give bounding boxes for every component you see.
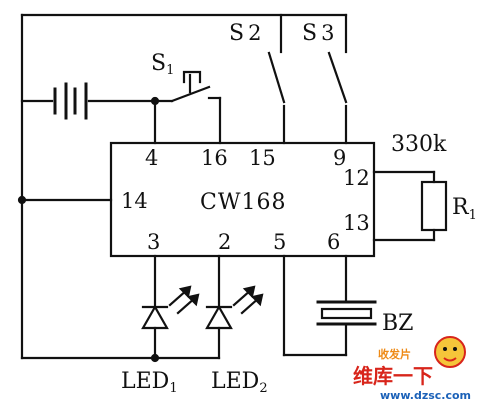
led-diode-icon [141, 254, 200, 363]
led1-label: LED1 [121, 369, 178, 396]
watermark-line2: www.dzsc.com [380, 389, 471, 402]
watermark-line3: 收发片 [378, 347, 411, 361]
pin-2-label: 2 [218, 230, 231, 254]
battery-icon [20, 82, 157, 120]
switch-s1-label: S1 [151, 51, 174, 78]
led2-label: LED2 [211, 369, 268, 396]
pin-15-label: 15 [249, 146, 276, 170]
pin-6-label: 6 [327, 230, 340, 254]
pin-3-label: 3 [147, 230, 160, 254]
pin-14-label: 14 [121, 189, 148, 213]
push-button-icon [150, 70, 222, 145]
pin-12-label: 12 [343, 166, 370, 190]
wire-top-left [20, 13, 348, 360]
watermark: 收发片 维库一下 www.dzsc.com [353, 336, 471, 402]
chip-name: CW168 [200, 190, 286, 215]
watermark-line1: 维库一下 [353, 364, 433, 388]
resistor-value: 330k [391, 132, 447, 157]
pin-16-label: 16 [201, 146, 228, 170]
resistor-label: R1 [452, 195, 477, 223]
switch-s2-icon [267, 13, 286, 145]
mascot-icon [434, 336, 466, 368]
led-diode-icon-2 [205, 254, 264, 360]
chip-pin-labels: 4 16 15 9 14 12 13 3 2 5 6 [121, 146, 370, 254]
pin-5-label: 5 [273, 230, 286, 254]
pin-9-label: 9 [333, 146, 346, 170]
buzzer-label: BZ [382, 311, 413, 336]
buzzer-icon [282, 254, 377, 357]
switch-s3-icon [327, 13, 348, 145]
resistor-icon [372, 170, 448, 242]
pin-13-label: 13 [343, 211, 370, 235]
pin-4-label: 4 [145, 146, 158, 170]
